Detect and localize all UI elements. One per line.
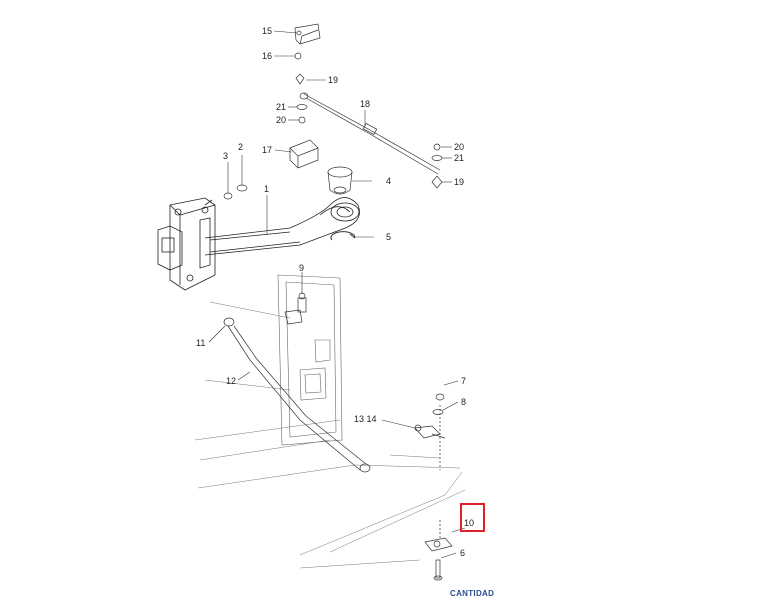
leader-lines: [208, 30, 466, 559]
callout-20-left: 20: [276, 115, 286, 125]
bed-outline: [194, 301, 466, 569]
callout-9: 9: [299, 263, 304, 273]
part-8-washer: [432, 409, 444, 415]
callout-8: 8: [461, 397, 466, 407]
part-3-nut: [223, 192, 233, 200]
part-7-nut: [435, 393, 445, 401]
callout-labels: 15 16 19 21 20 18 17 20 21 19 4 2 3 1 5 …: [196, 26, 474, 558]
part-16-nut: [294, 52, 302, 60]
part-15-bracket: [294, 23, 321, 45]
callout-20-right: 20: [454, 142, 464, 152]
part-21-washer-left: [296, 104, 308, 110]
part-17-bracket: [289, 139, 319, 169]
callout-6: 6: [460, 548, 465, 558]
part-20-nut-left: [298, 116, 306, 124]
part-2-washer: [236, 184, 248, 192]
part-5-snap-ring: [330, 231, 356, 241]
callout-21-right: 21: [454, 153, 464, 163]
part-4-bushing: [327, 166, 353, 195]
part-10-bracket: [424, 520, 453, 552]
part-20-nut-right: [433, 143, 441, 151]
cantidad-label[interactable]: CANTIDAD: [450, 589, 495, 598]
part-18-cable: [299, 92, 441, 175]
callout-17: 17: [262, 145, 272, 155]
callout-16: 16: [262, 51, 272, 61]
part-9-stud: [284, 292, 307, 325]
part-19-clip-right: [431, 175, 443, 189]
part-1-handle-arm: [204, 197, 360, 256]
part-19-clip-top: [295, 73, 305, 85]
handle-base: [157, 197, 216, 291]
callout-18: 18: [360, 99, 370, 109]
part-12-rod: [227, 325, 371, 473]
part-11-eyelet: [223, 317, 235, 327]
callout-1: 1: [264, 184, 269, 194]
tailgate-panel: [277, 274, 343, 446]
callout-12: 12: [226, 376, 236, 386]
part-6-bolt: [433, 559, 443, 581]
callout-7: 7: [461, 376, 466, 386]
callout-19-top: 19: [328, 75, 338, 85]
callout-21-left: 21: [276, 102, 286, 112]
part-21-washer-right: [431, 155, 443, 161]
callout-3: 3: [223, 151, 228, 161]
callout-2: 2: [238, 142, 243, 152]
callout-19-right: 19: [454, 177, 464, 187]
callout-4: 4: [386, 176, 391, 186]
callout-11: 11: [196, 338, 205, 348]
callout-15: 15: [262, 26, 272, 36]
part-10-highlight-box: [460, 503, 485, 532]
part-13-14-bracket: [414, 424, 446, 439]
callout-10: 10: [464, 518, 474, 528]
callout-5: 5: [386, 232, 391, 242]
callout-13-14: 13 14: [354, 414, 377, 424]
